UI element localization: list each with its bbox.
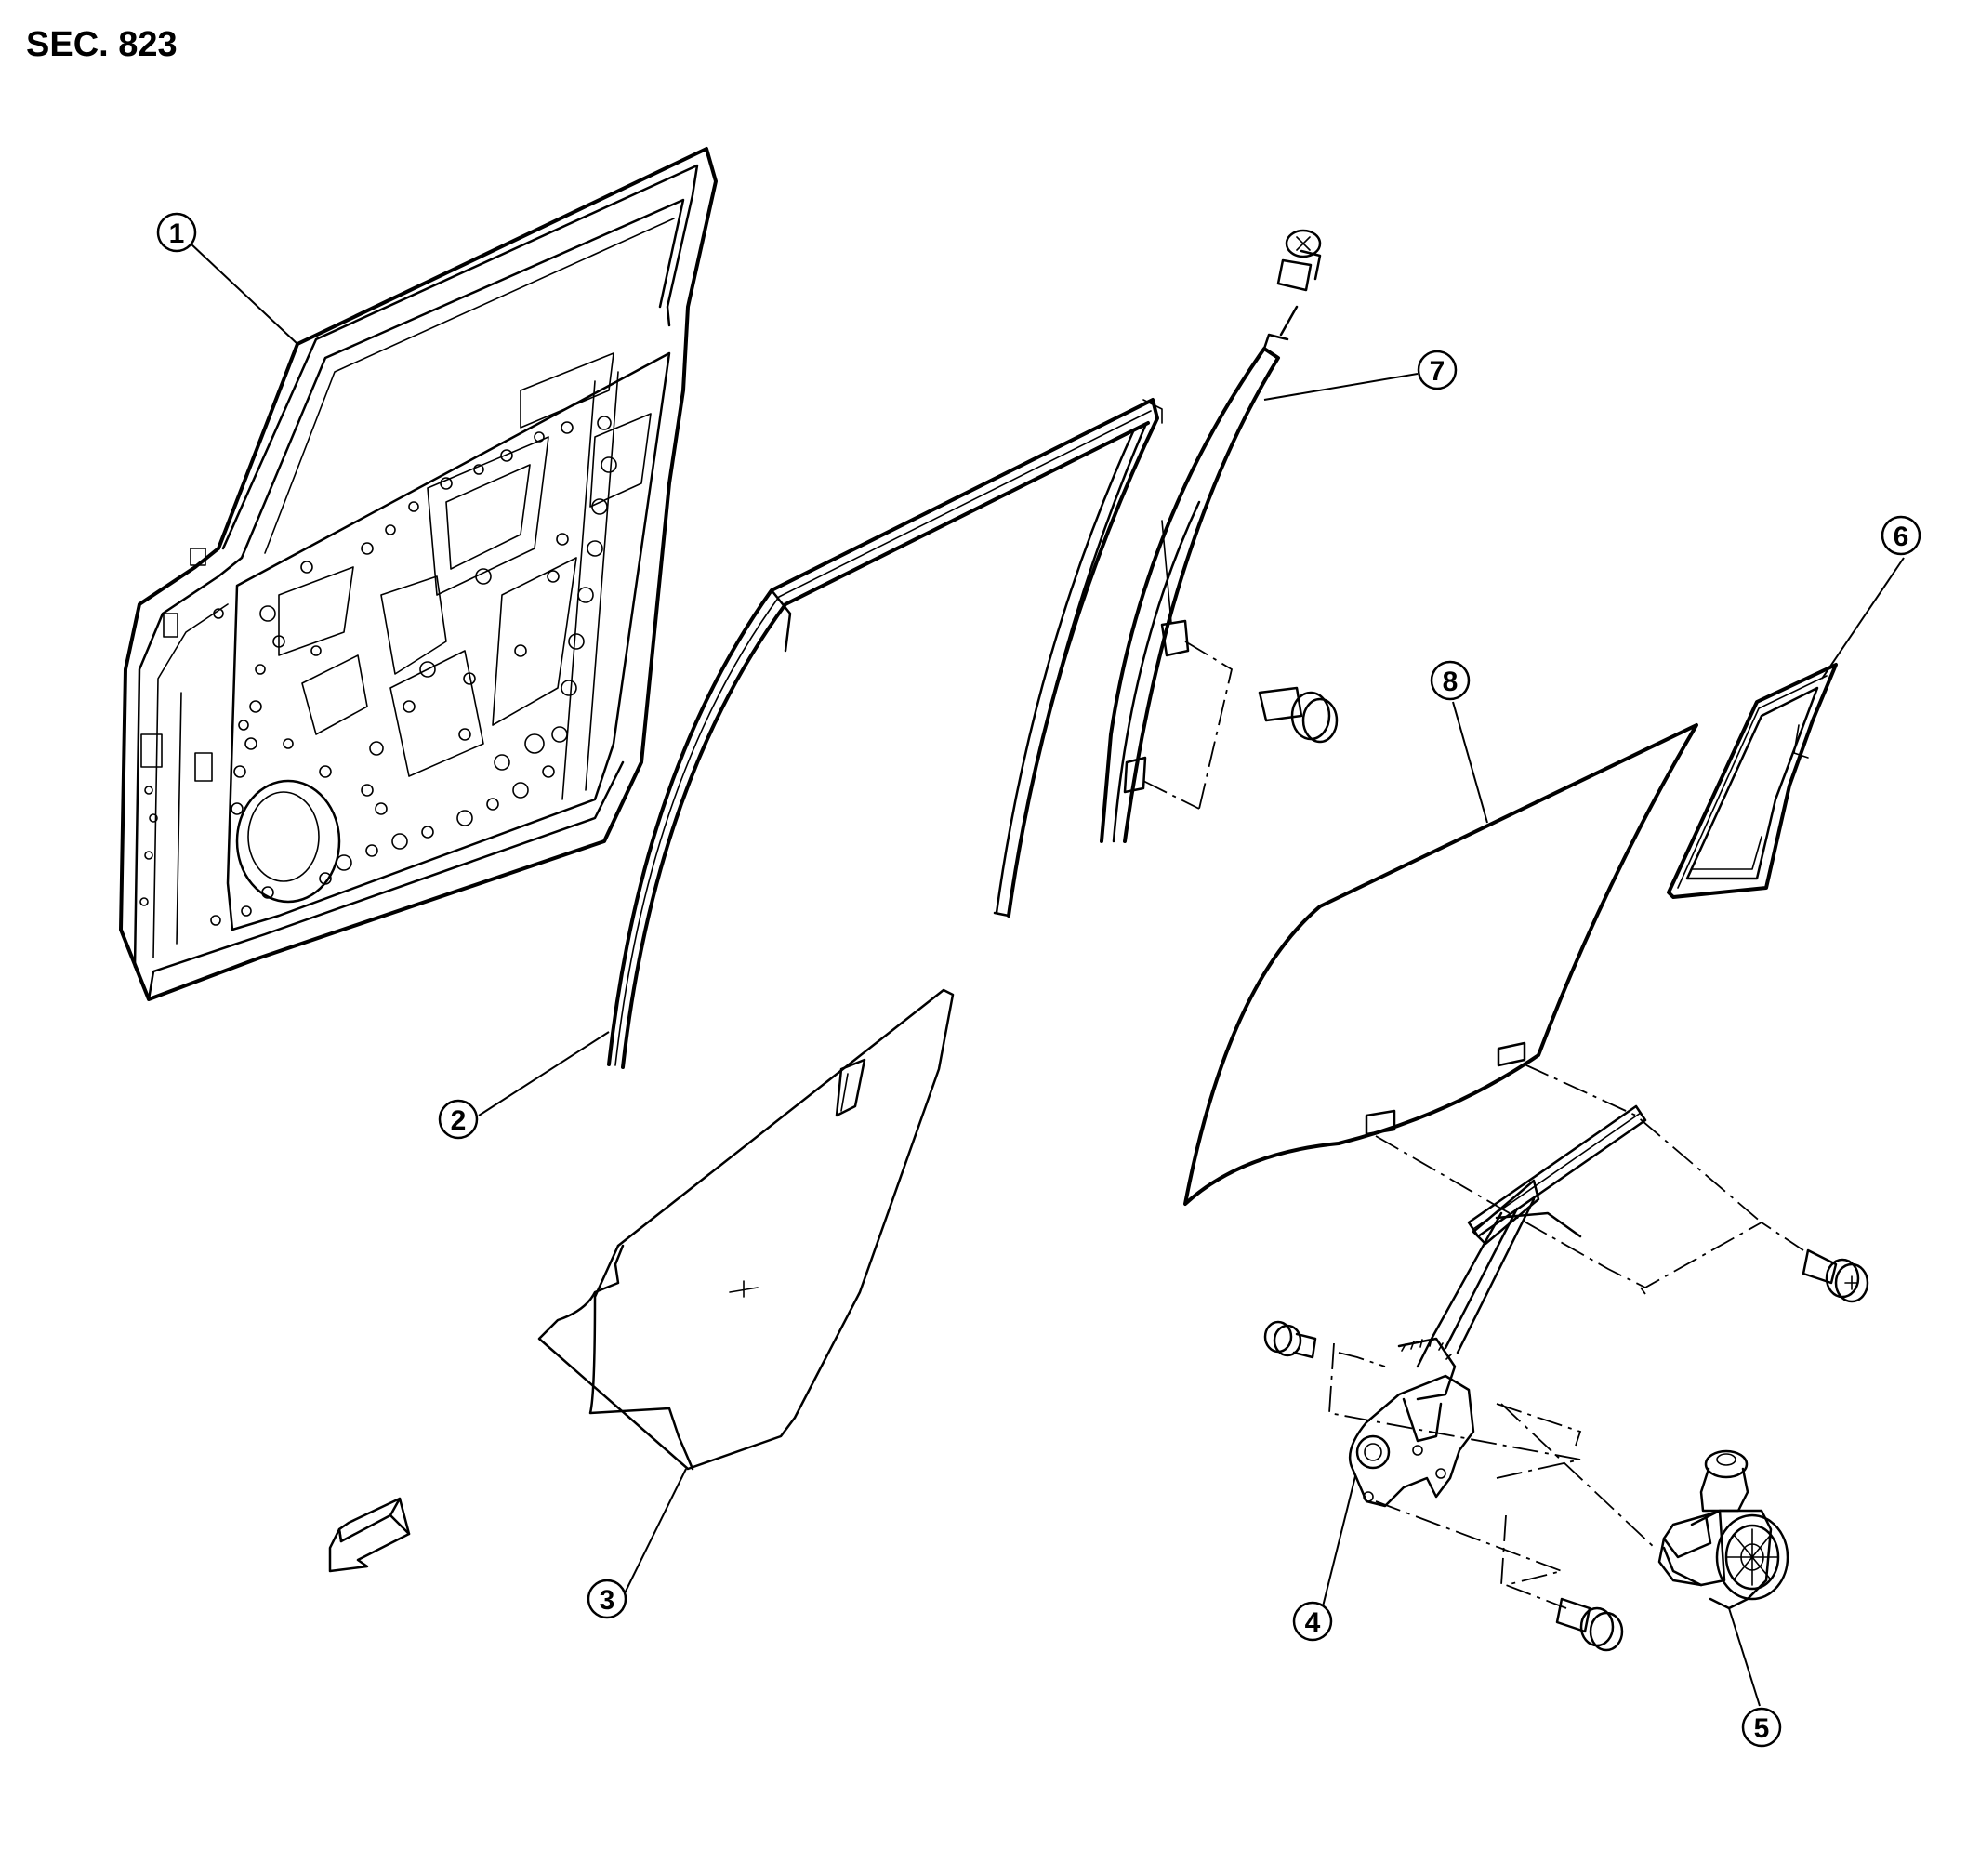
door-panel-hole	[473, 464, 484, 475]
callout-1: 1	[156, 212, 197, 253]
door-panel-hole	[601, 456, 617, 473]
door-panel-hole	[144, 786, 153, 795]
callout-2: 2	[438, 1099, 479, 1140]
section-title: SEC. 823	[26, 25, 178, 64]
door-panel-hole	[534, 431, 545, 443]
door-panel-hole	[475, 568, 492, 585]
door-panel-hole	[244, 737, 257, 750]
door-panel-hole	[408, 501, 419, 512]
door-panel-hole	[463, 672, 476, 685]
door-panel-hole	[486, 798, 499, 811]
door-panel-hole	[375, 802, 388, 815]
glass-run-weatherstrip	[607, 398, 1163, 1069]
rear-sash-channel	[1100, 229, 1339, 843]
door-panel-hole	[241, 905, 252, 917]
svg-text:6: 6	[1894, 522, 1909, 552]
partition-sash-glass	[1667, 663, 1838, 899]
door-panel-hole	[419, 661, 436, 678]
power-window-motor	[1657, 1449, 1789, 1610]
door-panel-hole	[361, 542, 374, 555]
door-panel-hole	[524, 733, 545, 754]
door-panel-hole	[561, 421, 574, 434]
callouts: 1 2 3 4 5 6 7 8	[156, 212, 1921, 1748]
door-panel-hole	[456, 810, 473, 826]
door-panel-hole	[149, 813, 158, 823]
door-panel-hole	[365, 844, 378, 857]
svg-text:5: 5	[1754, 1713, 1770, 1744]
leader-lines	[190, 243, 1905, 1707]
door-panel-hole	[500, 449, 513, 462]
svg-text:1: 1	[169, 218, 185, 249]
svg-text:2: 2	[451, 1105, 467, 1136]
svg-text:4: 4	[1305, 1607, 1321, 1638]
door-panel-hole	[255, 664, 266, 675]
door-panel-hole	[514, 644, 527, 657]
door-panel-hole	[587, 540, 603, 557]
sealing-screen	[537, 988, 955, 1471]
door-panel-hole	[385, 524, 396, 535]
front-arrow-icon	[328, 1497, 411, 1573]
door-panel-hole	[213, 608, 224, 619]
door-panel-hole	[319, 872, 332, 885]
callout-8: 8	[1430, 660, 1471, 701]
svg-text:3: 3	[600, 1585, 615, 1616]
door-panel-hole	[597, 416, 612, 430]
door-panel-hole	[272, 635, 285, 648]
door-panel-hole	[403, 700, 416, 713]
callout-5: 5	[1741, 1707, 1782, 1748]
svg-text:8: 8	[1443, 667, 1459, 697]
door-panel-hole	[144, 851, 153, 860]
door-panel-hole	[261, 886, 274, 899]
callout-6: 6	[1881, 515, 1921, 556]
door-panel-hole	[310, 645, 322, 656]
door-panel-hole	[556, 533, 569, 546]
door-panel-hole	[512, 782, 529, 799]
door-panel-hole	[421, 826, 434, 839]
callout-3: 3	[587, 1579, 627, 1619]
door-panel	[119, 147, 718, 1001]
door-panel-hole	[551, 726, 568, 743]
door-panel-hole	[561, 680, 577, 696]
callout-7: 7	[1417, 350, 1458, 390]
door-panel-hole	[577, 587, 594, 603]
door-panel-hole	[283, 738, 294, 749]
door-panel-hole	[238, 720, 249, 731]
door-panel-hole	[210, 915, 221, 926]
svg-text:7: 7	[1430, 356, 1445, 387]
door-glass	[1183, 723, 1698, 1206]
door-panel-hole	[233, 765, 246, 778]
door-panel-hole	[259, 605, 276, 622]
door-panel-hole	[369, 741, 384, 756]
door-panel-hole	[361, 784, 374, 797]
door-panel-hole	[231, 802, 244, 815]
door-panel-hole	[300, 561, 313, 574]
door-panel-hole	[391, 833, 408, 850]
door-panel-hole	[440, 477, 453, 490]
door-panel-hole	[458, 728, 471, 741]
window-regulator	[1263, 1064, 1869, 1652]
door-panel-hole	[336, 854, 352, 871]
door-panel-hole	[139, 897, 149, 906]
door-panel-hole	[494, 754, 510, 771]
door-panel-hole	[568, 633, 585, 650]
door-panel-hole	[319, 765, 332, 778]
callout-4: 4	[1292, 1601, 1333, 1642]
door-panel-hole	[249, 700, 262, 713]
door-panel-hole	[547, 570, 560, 583]
door-panel-hole	[591, 498, 608, 515]
door-panel-hole	[542, 765, 555, 778]
